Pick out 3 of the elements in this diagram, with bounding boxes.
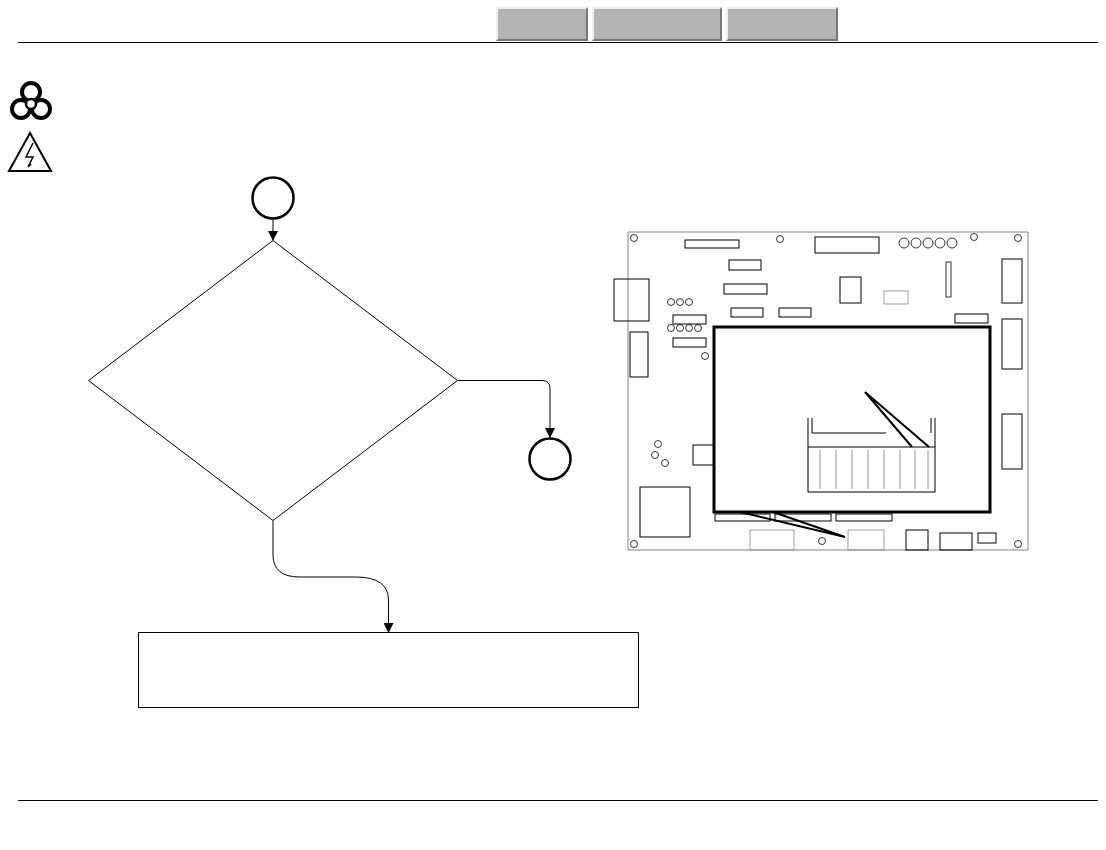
arrow (272, 520, 394, 633)
arrow (268, 219, 278, 241)
arrow (457, 380, 555, 438)
